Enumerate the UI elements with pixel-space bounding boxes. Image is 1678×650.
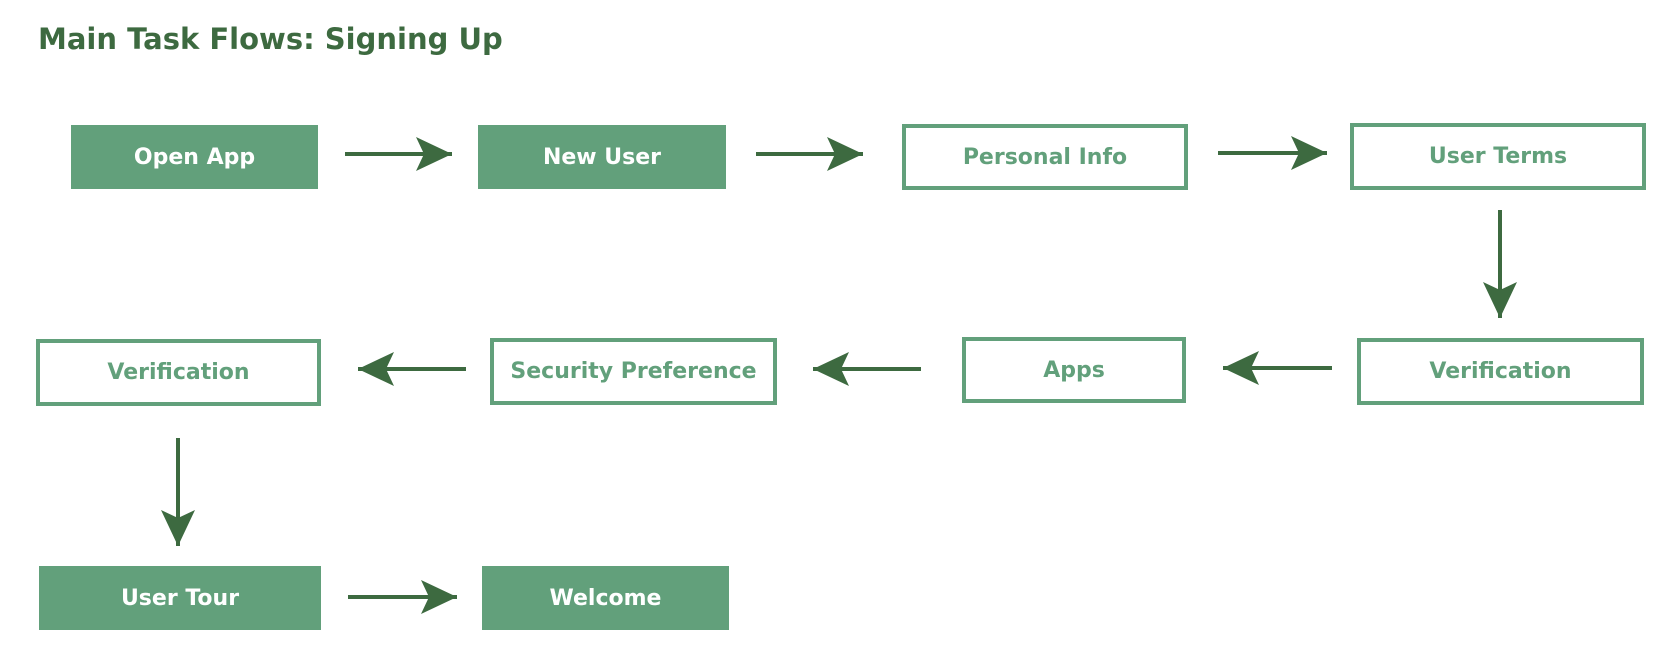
node-new-user: New User — [478, 125, 726, 189]
node-apps: Apps — [962, 337, 1186, 403]
diagram-title: Main Task Flows: Signing Up — [38, 22, 503, 56]
node-user-terms: User Terms — [1350, 123, 1646, 190]
node-verification-2: Verification — [36, 339, 321, 406]
node-verification-1: Verification — [1357, 338, 1644, 405]
node-open-app: Open App — [71, 125, 318, 189]
node-user-tour: User Tour — [39, 566, 321, 630]
node-security-preference: Security Preference — [490, 338, 777, 405]
node-personal-info: Personal Info — [902, 124, 1188, 190]
node-welcome: Welcome — [482, 566, 729, 630]
